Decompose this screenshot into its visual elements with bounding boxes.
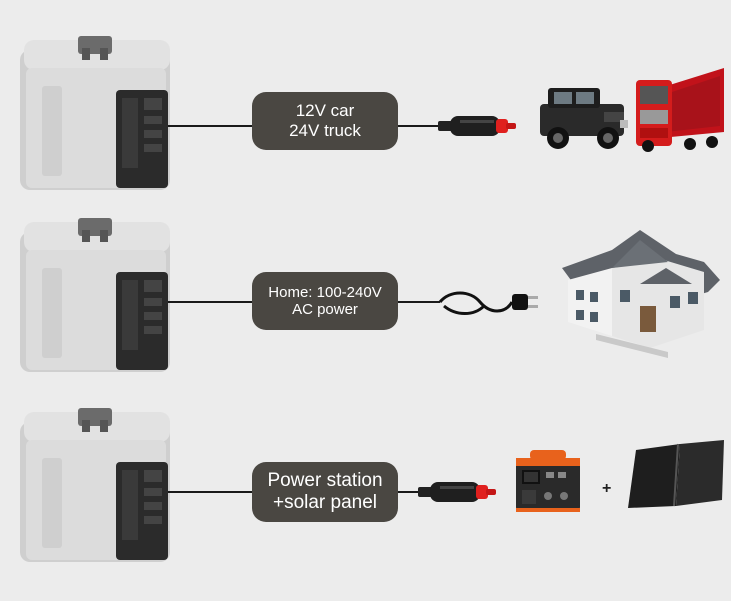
fridge-icon [20,408,170,562]
ac-plug-icon [438,291,538,315]
label-line1: 12V car [295,101,355,121]
label-line2: AC power [292,301,358,318]
fridge-icon [20,36,170,190]
solar-panel-icon [628,440,724,508]
row-home-ac: Home: 100-240V AC power [0,210,731,372]
cigarette-plug-icon [418,482,496,502]
cigarette-plug-icon [438,116,516,136]
plus-sign: + [602,480,612,497]
house-icon [562,230,720,358]
fridge-icon [20,218,170,372]
label-line1: Power station [267,470,383,492]
jeep-icon [540,88,628,149]
row-car-truck: 12V car 24V truck [0,28,731,190]
power-label-home-ac: Home: 100-240V AC power [252,272,398,330]
label-line1: Home: 100-240V [268,283,382,301]
label-line2: +solar panel [272,492,378,513]
truck-icon [636,68,724,152]
label-line2: 24V truck [289,121,361,140]
power-label-car-truck: 12V car 24V truck [252,92,398,150]
power-station-icon [516,450,580,512]
power-label-power-station: Power station +solar panel [252,462,398,522]
row-power-station-solar: + Power station +solar panel [0,400,731,562]
